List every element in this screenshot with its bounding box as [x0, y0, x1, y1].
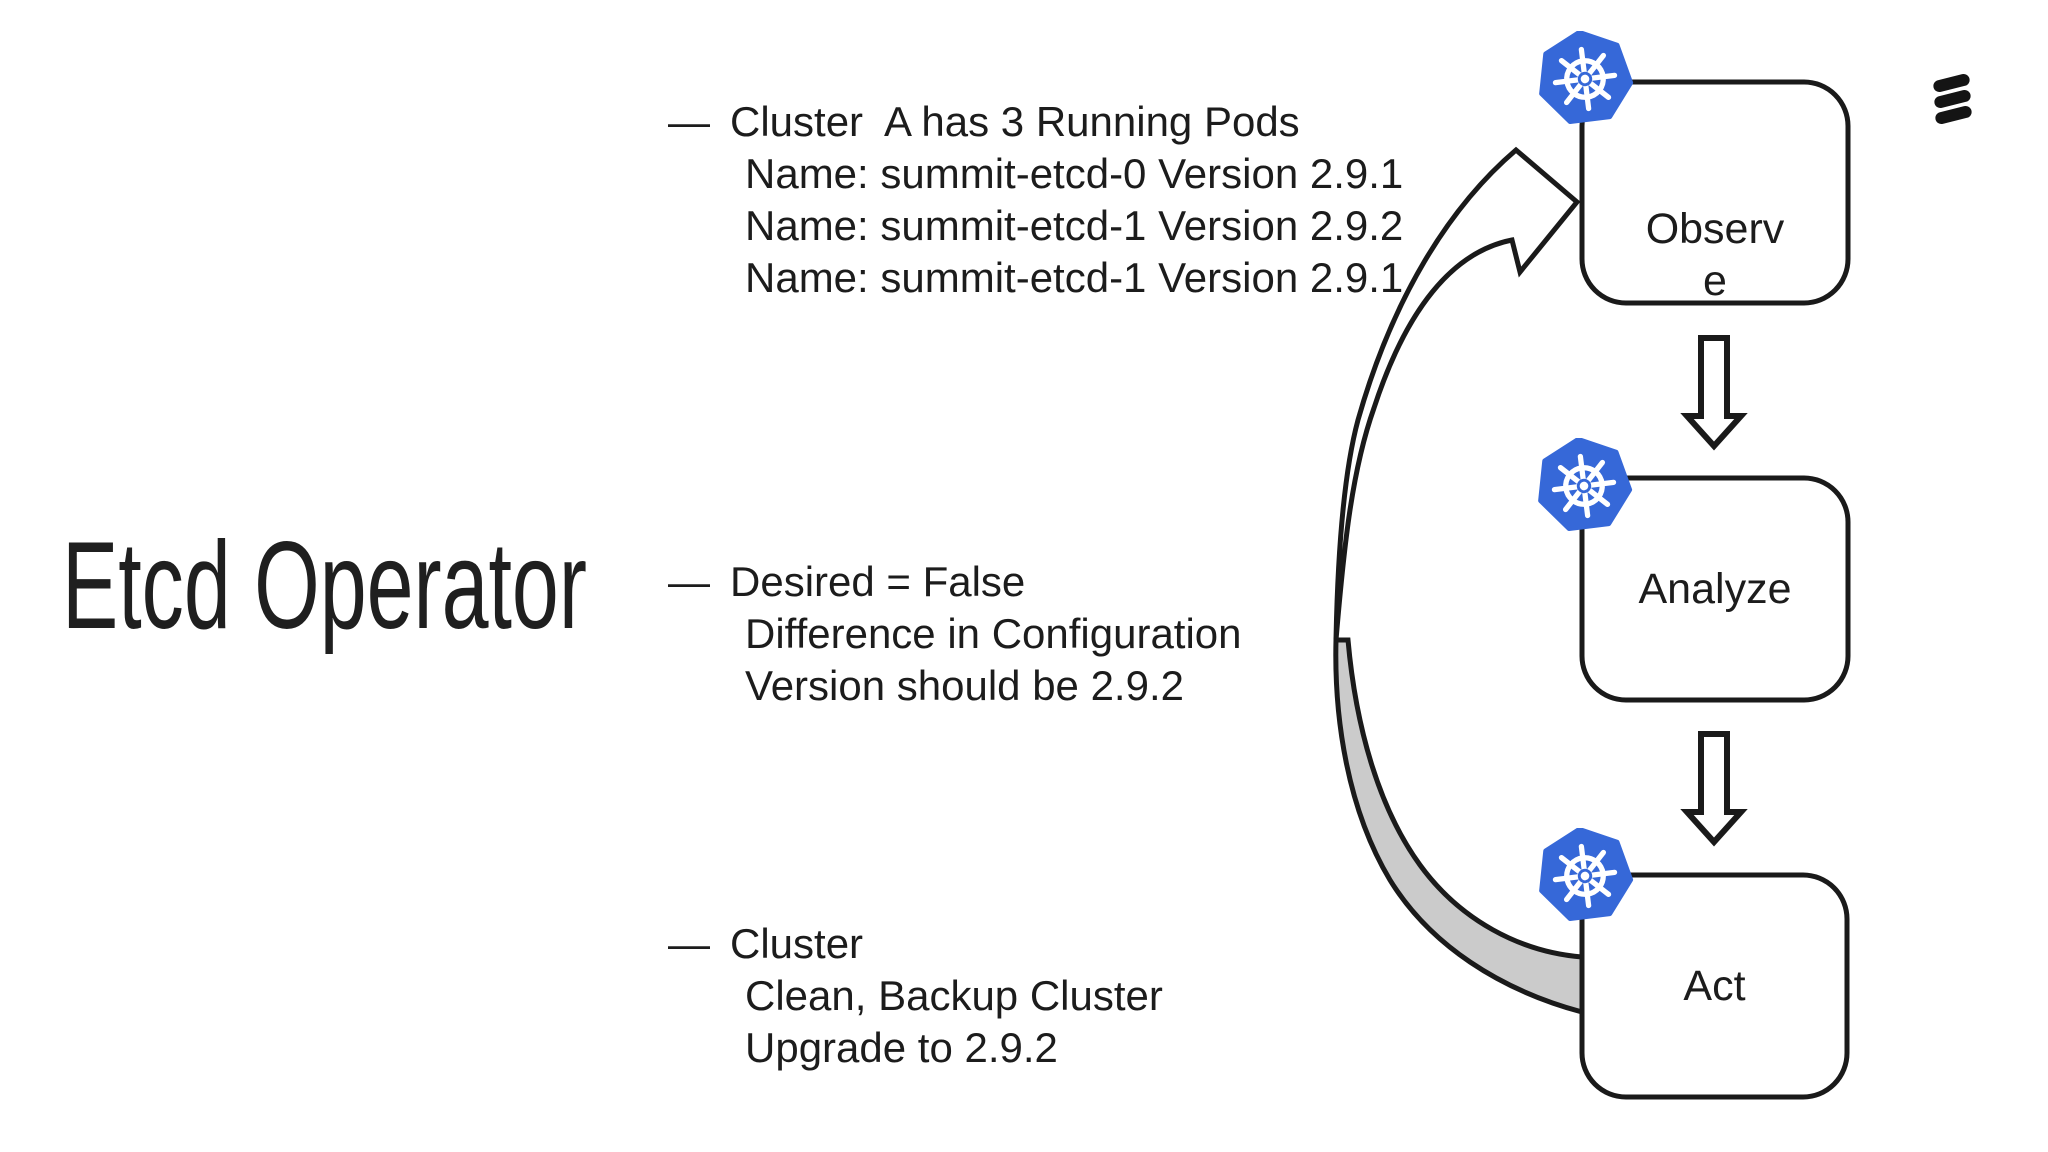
- act-label: Act: [1582, 875, 1847, 1097]
- annotation-line: Desired = False: [730, 558, 1026, 605]
- annotation-lines: Desired = False Difference in Configurat…: [730, 556, 1242, 712]
- annotation-line: Upgrade to 2.9.2: [745, 1024, 1058, 1071]
- feedback-arrow-tail: [1333, 637, 1585, 1016]
- annotation-line: Name: summit-etcd-1 Version 2.9.1: [745, 254, 1404, 301]
- bullet-dash: —: [668, 98, 710, 145]
- down-arrow-observe-analyze: [1680, 335, 1748, 451]
- bullet-dash: —: [668, 558, 710, 605]
- act-label-line: Act: [1683, 962, 1746, 1010]
- annotation-lines: Cluster Clean, Backup Cluster Upgrade to…: [730, 918, 1163, 1074]
- annotation-observe: — Cluster A has 3 Running Pods Name: sum…: [668, 96, 1403, 304]
- act-box: [1579, 872, 1850, 1100]
- annotation-lines: Cluster A has 3 Running Pods Name: summi…: [730, 96, 1403, 304]
- bullet-dash: —: [668, 920, 710, 967]
- feedback-arrow-head: [1333, 146, 1581, 641]
- analyze-label: Analyze: [1582, 478, 1848, 700]
- annotation-line: Version should be 2.9.2: [745, 662, 1184, 709]
- observe-label-line: e: [1703, 256, 1727, 305]
- analyze-label-line: Analyze: [1638, 565, 1792, 613]
- observe-box: [1579, 79, 1851, 306]
- annotation-line: Cluster A has 3 Running Pods: [730, 98, 1300, 145]
- analyze-box: [1579, 475, 1851, 703]
- down-arrow-analyze-act: [1680, 731, 1748, 847]
- annotation-line: Cluster: [730, 920, 864, 967]
- ericsson-logo: [1929, 72, 1977, 128]
- observe-label: Observ e: [1582, 82, 1848, 365]
- annotation-line: Difference in Configuration: [745, 610, 1242, 657]
- annotation-line: Clean, Backup Cluster: [745, 972, 1163, 1019]
- annotation-act: — Cluster Clean, Backup Cluster Upgrade …: [668, 918, 1163, 1074]
- annotation-line: Name: summit-etcd-0 Version 2.9.1: [745, 150, 1404, 197]
- page-title: Etcd Operator: [62, 517, 587, 655]
- observe-label-line: Observ: [1645, 204, 1785, 253]
- annotation-analyze: — Desired = False Difference in Configur…: [668, 556, 1242, 712]
- annotation-line: Name: summit-etcd-1 Version 2.9.2: [745, 202, 1404, 249]
